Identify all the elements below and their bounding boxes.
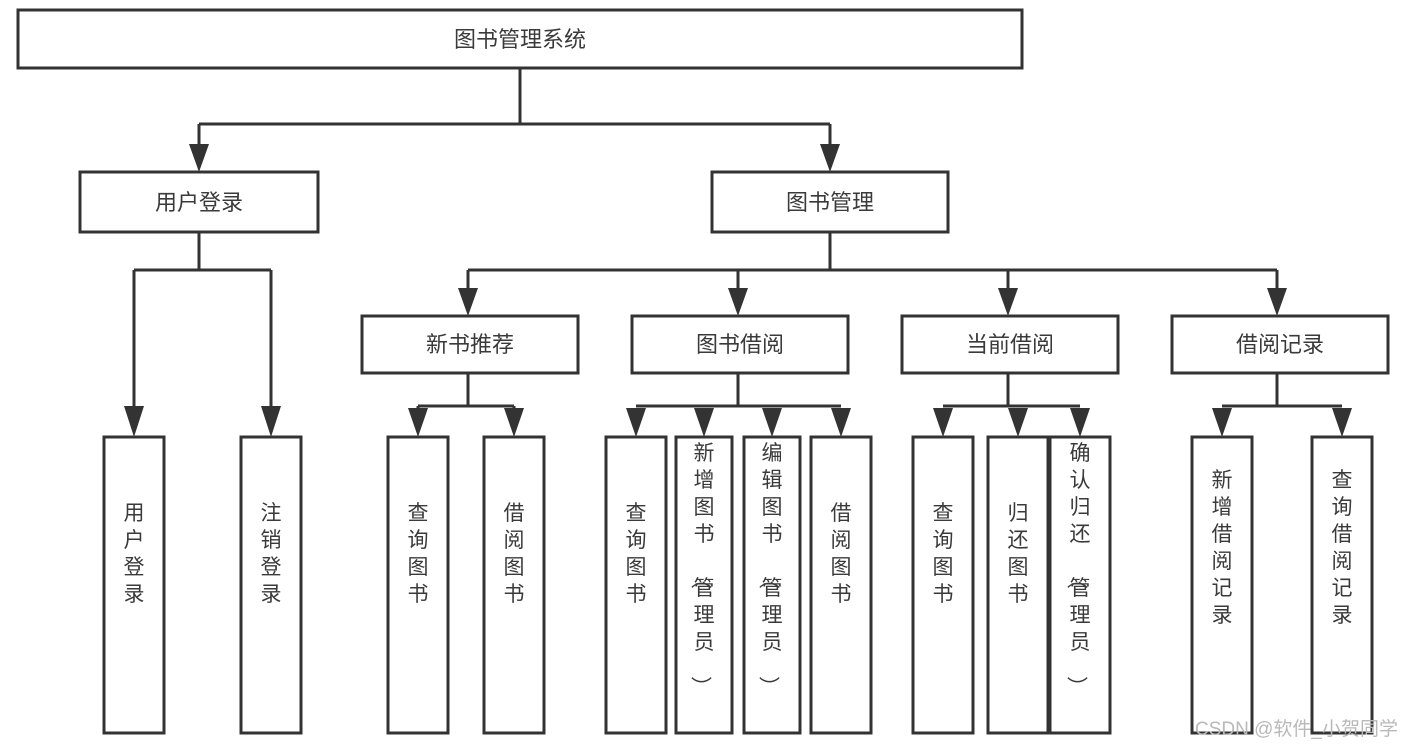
leaf-node-add-book-box[interactable]	[674, 435, 734, 735]
arrow-head-leaf-borrow-book-1	[504, 408, 524, 437]
arrow-head-leaf-user-login	[124, 406, 144, 437]
node-book-manage-label: 图书管理	[786, 190, 874, 215]
leaf-node-query-book-3-box[interactable]	[911, 435, 975, 735]
arrow-head-borrow-record	[1267, 288, 1287, 316]
leaf-node-borrow-book-1[interactable]: 借阅图书	[482, 435, 546, 735]
node-book-manage-box[interactable]	[710, 170, 950, 234]
arrow-head-leaf-borrow-book-2	[831, 408, 851, 437]
arrow-head-user-login	[189, 144, 209, 172]
leaf-node-user-login[interactable]: 用户登录	[102, 435, 166, 735]
node-new-book-recommend[interactable]: 新书推荐	[360, 314, 580, 375]
node-new-book-recommend-box[interactable]	[360, 314, 580, 375]
leaf-node-borrow-book-2-label: 借阅图书	[831, 502, 852, 606]
connector-group-current-borrow-children	[933, 373, 1090, 437]
node-user-login-box[interactable]	[78, 170, 320, 234]
arrow-head-book-manage	[820, 144, 840, 172]
node-borrow-record-label: 借阅记录	[1236, 332, 1324, 357]
arrow-head-leaf-add-record	[1212, 408, 1232, 437]
connector-group-new-book-recommend-children	[408, 373, 524, 437]
node-current-borrow[interactable]: 当前借阅	[900, 314, 1120, 375]
leaf-node-edit-book[interactable]: 编辑图书（管理员）	[742, 435, 802, 735]
arrow-head-leaf-add-book	[694, 408, 714, 437]
arrow-head-current-borrow	[998, 288, 1018, 316]
leaf-node-return-book-box[interactable]	[986, 435, 1050, 735]
leaf-node-user-logout-label: 注销登录	[261, 502, 282, 606]
arrow-head-leaf-confirm-return	[1070, 408, 1090, 437]
leaf-node-query-book-3[interactable]: 查询图书	[911, 435, 975, 735]
node-user-login-label: 用户登录	[155, 190, 243, 215]
leaf-node-add-record-box[interactable]	[1190, 435, 1254, 735]
node-user-login[interactable]: 用户登录	[78, 170, 320, 234]
arrow-head-leaf-return-book	[1008, 408, 1028, 437]
leaf-node-borrow-book-1-label: 借阅图书	[504, 502, 525, 606]
leaf-node-query-book-3-label: 查询图书	[933, 502, 954, 606]
node-root-box[interactable]	[16, 8, 1024, 70]
arrow-head-leaf-query-book-2	[626, 408, 646, 437]
arrow-head-leaf-edit-book	[762, 408, 782, 437]
arrow-head-new-book-recommend	[458, 288, 478, 316]
leaf-node-edit-book-box[interactable]	[742, 435, 802, 735]
node-book-borrow[interactable]: 图书借阅	[630, 314, 850, 375]
arrow-head-leaf-user-logout	[261, 406, 281, 437]
leaf-node-borrow-book-2[interactable]: 借阅图书	[809, 435, 873, 735]
leaf-node-add-record-label: 新增借阅记录	[1212, 469, 1233, 627]
node-book-manage[interactable]: 图书管理	[710, 170, 950, 234]
leaf-node-borrow-book-1-box[interactable]	[482, 435, 546, 735]
node-root-label: 图书管理系统	[454, 27, 586, 52]
leaf-node-return-book[interactable]: 归还图书	[986, 435, 1050, 735]
leaf-node-query-book-1-box[interactable]	[386, 435, 450, 735]
node-borrow-record-box[interactable]	[1170, 314, 1390, 375]
connector-group-borrow-record-children	[1212, 373, 1352, 437]
node-root[interactable]: 图书管理系统	[16, 8, 1024, 70]
connector-group-book-borrow-children	[626, 373, 851, 437]
leaf-node-add-record[interactable]: 新增借阅记录	[1190, 435, 1254, 735]
leaf-node-add-book[interactable]: 新增图书（管理员）	[674, 435, 734, 735]
connector-group-root-to-level2	[189, 68, 840, 172]
leaf-node-user-login-box[interactable]	[102, 435, 166, 735]
leaf-node-confirm-return-box[interactable]	[1048, 435, 1112, 735]
leaf-node-query-book-2-box[interactable]	[604, 435, 668, 735]
connector-group-user-login-children	[124, 232, 281, 437]
node-current-borrow-box[interactable]	[900, 314, 1120, 375]
leaf-node-query-book-2[interactable]: 查询图书	[604, 435, 668, 735]
leaf-node-query-book-1-label: 查询图书	[408, 502, 429, 606]
leaf-node-borrow-book-2-box[interactable]	[809, 435, 873, 735]
leaf-node-add-book-label: 新增图书（管理员）	[689, 442, 715, 697]
connector-group-book-manage-children	[458, 232, 1287, 316]
leaf-node-return-book-label: 归还图书	[1008, 502, 1029, 606]
node-borrow-record[interactable]: 借阅记录	[1170, 314, 1390, 375]
node-new-book-recommend-label: 新书推荐	[426, 332, 514, 357]
arrow-head-leaf-query-record	[1332, 408, 1352, 437]
leaf-node-user-login-label: 用户登录	[124, 502, 145, 606]
arrow-head-book-borrow	[728, 288, 748, 316]
leaf-node-confirm-return-label: 确认归还（管理员）	[1065, 442, 1091, 697]
csdn-watermark: CSDN @软件_小贺同学	[1195, 718, 1398, 740]
leaf-node-edit-book-label: 编辑图书（管理员）	[757, 442, 783, 697]
leaf-node-confirm-return[interactable]: 确认归还（管理员）	[1048, 435, 1112, 735]
arrow-head-leaf-query-book-1	[408, 408, 428, 437]
node-book-borrow-box[interactable]	[630, 314, 850, 375]
leaf-node-query-record-label: 查询借阅记录	[1332, 469, 1353, 627]
leaf-node-query-book-2-label: 查询图书	[626, 502, 647, 606]
leaf-node-user-logout-box[interactable]	[239, 435, 303, 735]
arrow-head-leaf-query-book-3	[933, 408, 953, 437]
node-current-borrow-label: 当前借阅	[966, 332, 1054, 357]
leaf-node-query-record-box[interactable]	[1310, 435, 1374, 735]
node-book-borrow-label: 图书借阅	[696, 332, 784, 357]
leaf-node-user-logout[interactable]: 注销登录	[239, 435, 303, 735]
leaf-node-query-record[interactable]: 查询借阅记录	[1310, 435, 1374, 735]
leaf-node-query-book-1[interactable]: 查询图书	[386, 435, 450, 735]
